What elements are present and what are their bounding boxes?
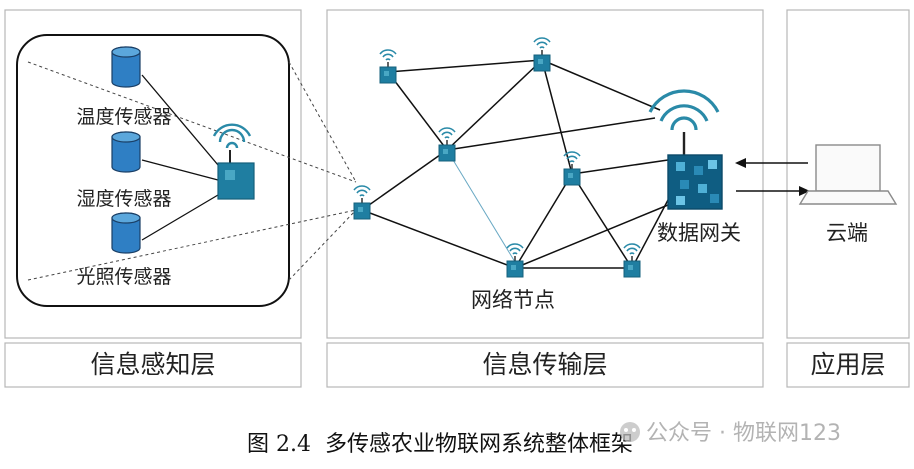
wechat-watermark: 公众号 · 物联网123 (620, 421, 841, 446)
zoom-line-inner-bottom (27, 209, 357, 281)
mesh-link-weak (446, 149, 516, 263)
wechat-icon (620, 422, 640, 442)
laptop-icon (798, 144, 898, 205)
gateway-label: 数据网关 (657, 221, 741, 245)
zoom-line-bottom (288, 209, 357, 281)
zoom-line-inner-top (27, 61, 357, 183)
perception-label-box (4, 342, 302, 388)
mesh-links (361, 59, 669, 269)
link-light-hub (141, 194, 219, 241)
sensor-cluster-frame (16, 34, 290, 307)
link-temp-hub (141, 74, 219, 166)
light-sensor-icon (111, 212, 141, 254)
watermark-text: 公众号 · 物联网123 (646, 421, 841, 446)
sensor-hub-icon (212, 123, 255, 200)
application-label-box (786, 342, 910, 388)
perception-layer-label: 信息感知层 (90, 350, 215, 379)
arrow-head-right (799, 186, 810, 196)
humidity-sensor-label: 湿度传感器 (76, 188, 171, 210)
perception-panel (4, 9, 302, 339)
transmission-label-box (326, 342, 764, 388)
zoom-line-top (288, 61, 357, 183)
temperature-sensor-label: 温度传感器 (76, 106, 171, 128)
arrow-head-left (735, 158, 746, 168)
link-hum-hub (141, 159, 219, 181)
humidity-sensor-icon (111, 131, 141, 173)
transmission-layer-label: 信息传输层 (482, 350, 607, 379)
light-sensor-label: 光照传感器 (76, 266, 171, 288)
figure-caption: 图 2.4 多传感农业物联网系统整体框架 (247, 432, 633, 457)
network-node-label: 网络节点 (471, 288, 555, 312)
temperature-sensor-icon (111, 46, 141, 88)
gateway-icon (648, 89, 723, 210)
application-layer-label: 应用层 (810, 350, 885, 379)
cloud-label: 云端 (826, 221, 868, 245)
